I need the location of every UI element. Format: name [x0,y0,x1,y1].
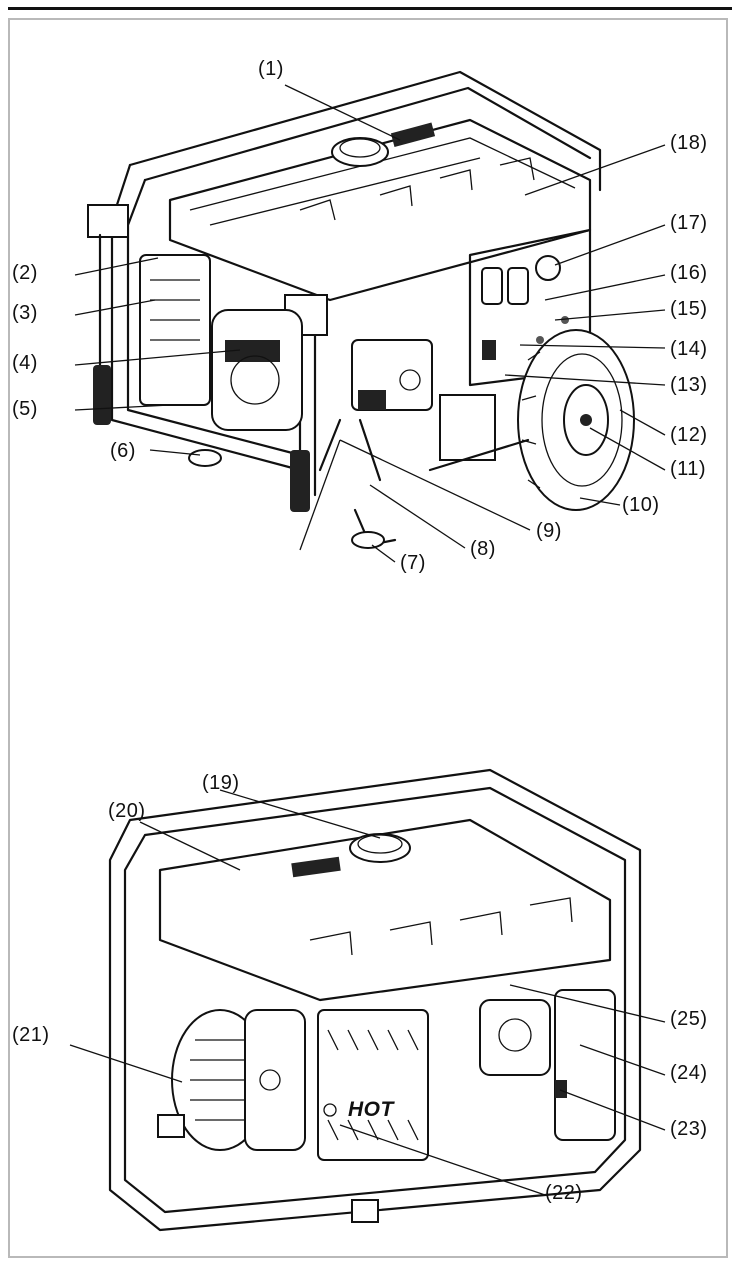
callout-6: (6) [110,440,136,462]
callout-15: (15) [670,298,708,320]
figure-frame [8,18,728,1258]
callout-1: (1) [258,58,284,80]
muffler-hot-text: HOT [348,1098,394,1121]
callout-7: (7) [400,552,426,574]
callout-24: (24) [670,1062,708,1084]
callout-14: (14) [670,338,708,360]
callout-21: (21) [12,1024,50,1046]
top-rule [8,7,732,10]
callout-18: (18) [670,132,708,154]
callout-20: (20) [108,800,146,822]
callout-19: (19) [202,772,240,794]
callout-5: (5) [12,398,38,420]
callout-22: (22) [545,1182,583,1204]
callout-25: (25) [670,1008,708,1030]
callout-2: (2) [12,262,38,284]
callout-3: (3) [12,302,38,324]
callout-4: (4) [12,352,38,374]
callout-11: (11) [670,458,707,480]
callout-23: (23) [670,1118,708,1140]
callout-17: (17) [670,212,708,234]
callout-8: (8) [470,538,496,560]
callout-12: (12) [670,424,708,446]
callout-13: (13) [670,374,708,396]
callout-9: (9) [536,520,562,542]
callout-10: (10) [622,494,660,516]
callout-16: (16) [670,262,708,284]
